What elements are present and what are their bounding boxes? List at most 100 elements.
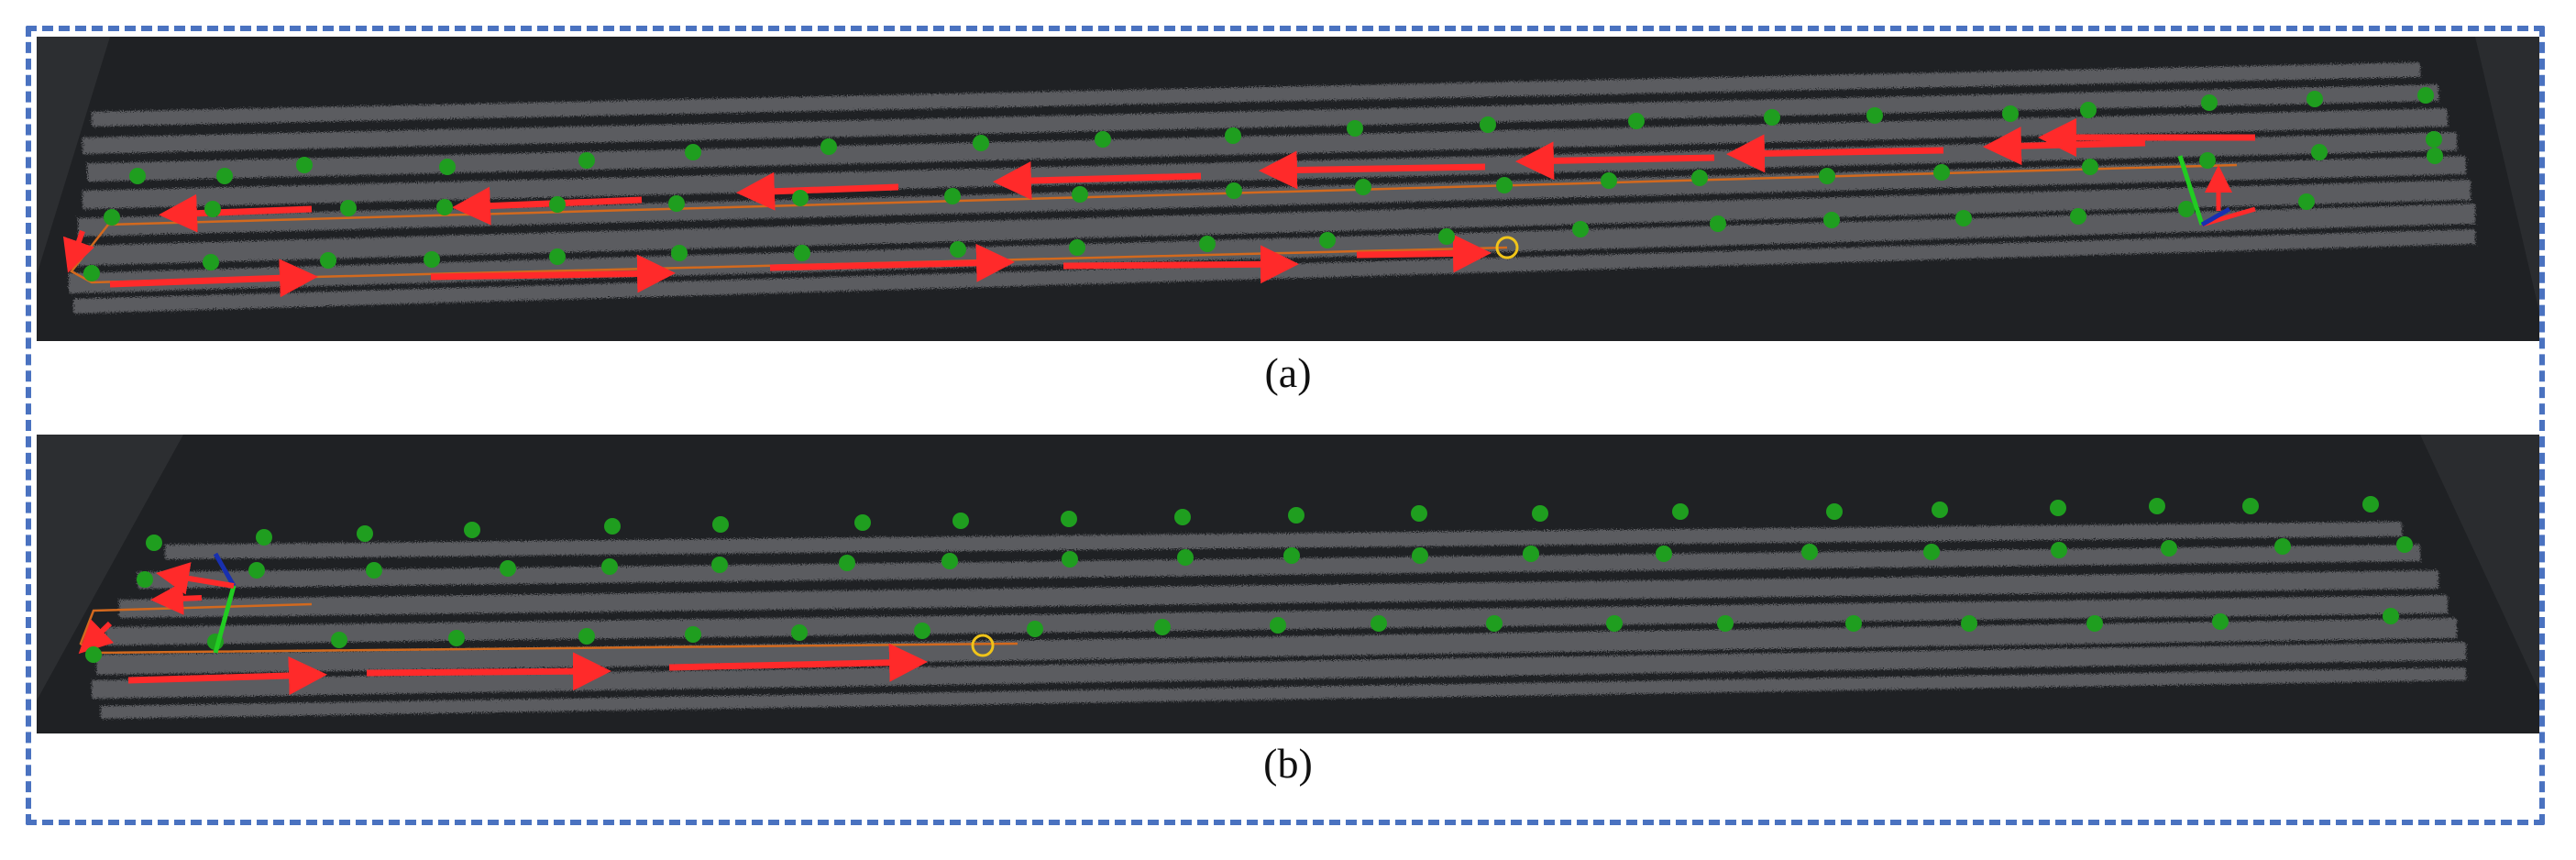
waypoint-dot: [366, 562, 382, 579]
waypoint-dot: [2199, 152, 2216, 169]
waypoint-dot: [2082, 159, 2098, 175]
arrow-icon: [366, 652, 611, 691]
waypoint-dot: [137, 571, 153, 588]
waypoint-dot: [2383, 608, 2399, 624]
arrow-icon: [769, 243, 1015, 282]
waypoint-dot: [2306, 91, 2323, 107]
arrow-icon: [159, 193, 313, 233]
waypoint-dot: [1496, 177, 1513, 193]
waypoint-dot: [668, 195, 685, 212]
crop-row: [92, 62, 2420, 127]
panel-a-canvas: [37, 37, 2539, 314]
waypoint-dot: [1069, 239, 1085, 256]
waypoint-dot: [1656, 546, 1672, 562]
waypoint-dot: [2149, 498, 2165, 514]
crop-row: [96, 618, 2457, 675]
waypoint-dot: [1961, 615, 1977, 632]
waypoint-dot: [1225, 127, 1241, 144]
waypoint-dot: [331, 632, 347, 648]
waypoint-dot: [2051, 542, 2067, 558]
waypoint-dot: [1572, 221, 1589, 237]
right-wall-shadow: [2420, 435, 2539, 691]
waypoint-dot: [320, 252, 336, 269]
arrow-icon: [62, 230, 94, 273]
waypoint-dot: [464, 522, 480, 538]
waypoint-dot: [1095, 131, 1111, 148]
waypoint-dot: [1932, 502, 1948, 518]
waypoint-dot: [839, 555, 855, 571]
waypoint-dot: [1691, 170, 1708, 186]
arrow-icon: [150, 581, 203, 615]
waypoint-dot: [2080, 102, 2097, 118]
waypoint-dot: [1764, 109, 1780, 126]
waypoint-dot: [2161, 540, 2177, 557]
waypoint-dot: [296, 157, 313, 173]
waypoint-dot: [2274, 538, 2291, 555]
crop-row: [87, 108, 2448, 182]
waypoint-dot: [439, 159, 456, 175]
robot-axes-icon: [156, 552, 237, 654]
waypoint-dot: [1072, 186, 1088, 203]
arrow-icon: [1356, 234, 1492, 273]
waypoint-dot: [1438, 228, 1455, 245]
waypoint-dot: [685, 144, 701, 160]
waypoint-dot: [216, 168, 233, 184]
crop-row: [83, 84, 2438, 154]
waypoint-dot: [2242, 498, 2259, 514]
arrow-icon: [1259, 150, 1486, 190]
waypoint-dot: [1027, 621, 1043, 637]
waypoint-dot: [1923, 544, 1940, 560]
waypoint-dot: [1845, 615, 1862, 632]
waypoint-dot: [950, 241, 966, 258]
waypoint-dot: [1601, 172, 1617, 189]
waypoint-dot: [549, 196, 566, 213]
waypoint-dot: [685, 626, 701, 643]
waypoint-dot: [2417, 87, 2434, 104]
figure-frame: [26, 26, 2545, 825]
waypoint-dot: [1606, 615, 1623, 632]
waypoint-dot: [794, 245, 810, 261]
waypoint-dots: [85, 496, 2413, 663]
waypoint-dot: [1955, 210, 1972, 226]
waypoint-dot: [2002, 105, 2019, 122]
crop-row: [73, 180, 2471, 266]
waypoint-dot: [2070, 208, 2086, 225]
panel-b-canvas: [37, 435, 2539, 719]
waypoint-dot: [2426, 131, 2442, 148]
waypoint-dot: [1174, 509, 1191, 525]
waypoint-dot: [1710, 215, 1726, 232]
panel-b-map: [37, 435, 2539, 733]
waypoint-dot: [1371, 615, 1387, 632]
arrow-icon: [109, 259, 318, 298]
waypoint-dot: [204, 201, 221, 217]
heading-arrows: [78, 581, 928, 695]
arrow-icon: [1983, 127, 2146, 166]
panel-a-map: [37, 37, 2539, 341]
crop-row: [165, 522, 2402, 559]
goal-circle-icon: [1495, 236, 1519, 259]
waypoint-dot: [83, 265, 100, 281]
waypoint-dot: [1819, 168, 1835, 184]
waypoint-dot: [500, 560, 516, 577]
left-wall-shadow: [37, 435, 183, 700]
goal-circle-icon: [971, 634, 995, 657]
waypoint-dot: [448, 630, 465, 646]
waypoint-dot: [436, 199, 453, 215]
waypoint-dot: [1866, 107, 1883, 124]
waypoint-dot: [792, 190, 809, 206]
waypoint-dot: [1355, 179, 1371, 195]
waypoint-dot: [941, 553, 958, 569]
crop-row: [101, 667, 2466, 719]
waypoint-dot: [1288, 507, 1305, 524]
waypoint-dot: [1319, 232, 1336, 248]
waypoint-dot: [1347, 120, 1363, 137]
crop-rows: [69, 62, 2475, 314]
waypoint-dot: [952, 513, 969, 529]
arrow-icon: [993, 161, 1202, 201]
waypoint-dot: [1199, 236, 1216, 252]
waypoint-dot: [2427, 148, 2443, 164]
waypoint-dot: [1061, 511, 1077, 527]
waypoint-dot: [1826, 503, 1843, 520]
waypoint-dot: [1823, 212, 1840, 228]
waypoint-dot: [944, 188, 961, 204]
